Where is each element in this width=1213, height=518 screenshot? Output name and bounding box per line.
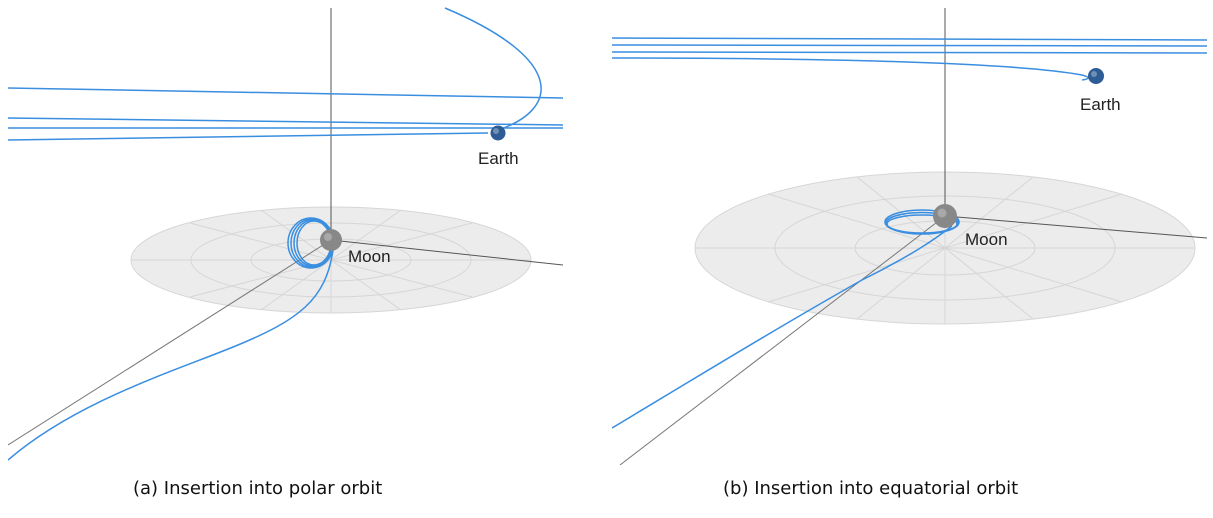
earth	[490, 125, 506, 141]
equatorial-orbit-diagram: Moon Earth	[612, 8, 1207, 465]
trajectory-to-earth	[612, 57, 1089, 81]
caption-equatorial-orbit: (b) Insertion into equatorial orbit	[723, 478, 1019, 499]
moon-label: Moon	[348, 247, 391, 266]
axes	[8, 8, 563, 446]
trajectory-horizontal-2	[8, 117, 563, 126]
panel-polar-orbit: Moon Earth	[8, 0, 563, 465]
earth	[1088, 68, 1104, 84]
polar-orbit-diagram: Moon Earth	[8, 7, 563, 461]
trajectory-loop-to-earth	[444, 7, 542, 131]
x-axis	[944, 215, 1207, 239]
y-axis	[8, 239, 332, 446]
y-axis	[619, 215, 946, 465]
trajectory-horizontal-3	[612, 51, 1207, 54]
trajectory-horizontal-2	[612, 44, 1207, 47]
trajectory-horizontal-1	[612, 37, 1207, 41]
earth-label: Earth	[478, 149, 519, 168]
x-axis	[330, 239, 563, 266]
panel-equatorial-orbit: Moon Earth	[612, 0, 1207, 465]
trajectory	[612, 37, 1207, 429]
earth-label: Earth	[1080, 95, 1121, 114]
moon	[933, 204, 957, 228]
trajectory-approach	[8, 249, 334, 461]
trajectory-horizontal-4	[8, 132, 489, 141]
equatorial-orbit-loops	[884, 209, 960, 235]
moon	[320, 229, 342, 251]
trajectory	[8, 7, 563, 461]
axes	[619, 8, 1207, 465]
moon-label: Moon	[965, 230, 1008, 249]
trajectory-approach	[612, 225, 953, 429]
caption-polar-orbit: (a) Insertion into polar orbit	[133, 478, 383, 499]
trajectory-horizontal-1	[8, 87, 563, 99]
